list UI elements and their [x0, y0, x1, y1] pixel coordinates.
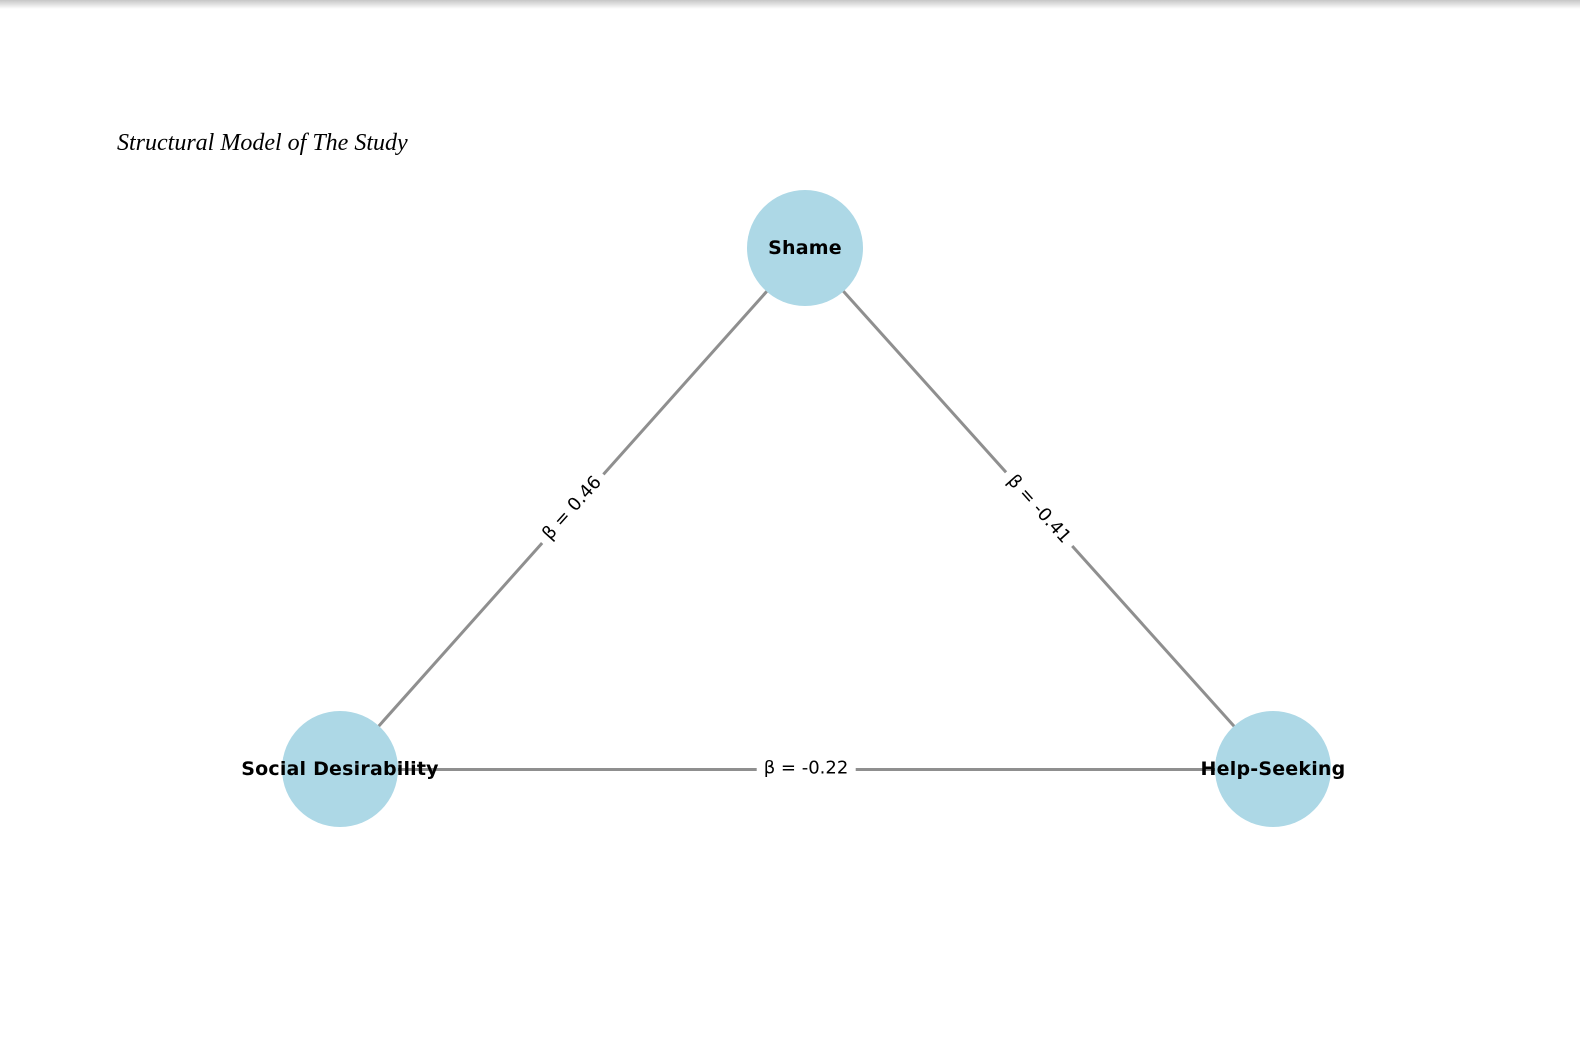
edge-label-beta-0-46: β = 0.46 [531, 464, 613, 552]
figure-title: Structural Model of The Study [117, 130, 408, 156]
node-social-desirability-circle [282, 711, 398, 827]
edge-label-beta-neg-0-41: β = -0.41 [996, 463, 1082, 555]
edge-label-beta-neg-0-22: β = -0.22 [756, 754, 856, 782]
node-shame-circle [747, 190, 863, 306]
node-label-help-seeking: Help-Seeking [1200, 758, 1346, 780]
top-edge-shadow [0, 0, 1580, 9]
node-label-shame: Shame [768, 237, 842, 259]
node-help-seeking-circle [1215, 711, 1331, 827]
node-label-social-desirability: Social Desirability [241, 758, 439, 780]
